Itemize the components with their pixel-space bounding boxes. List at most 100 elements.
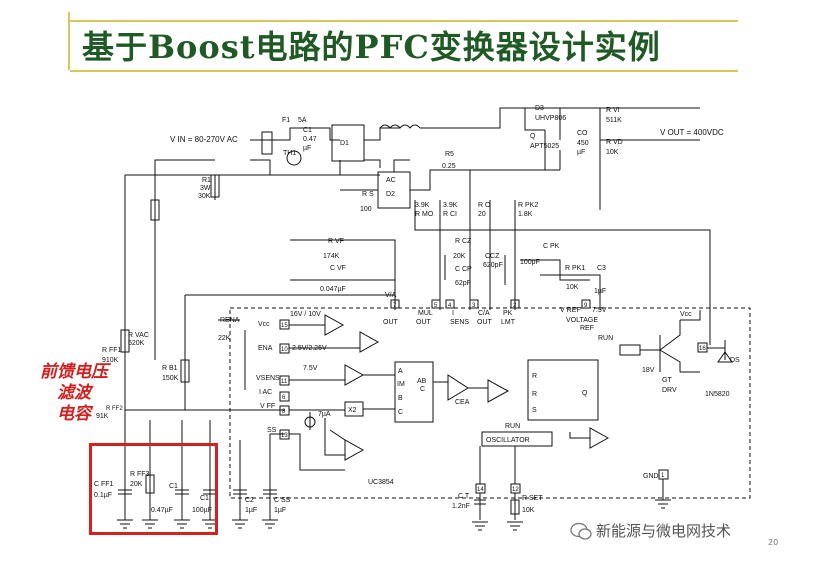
pin-vao-label-2: OUT bbox=[383, 319, 399, 326]
c1-input-label: C1 bbox=[303, 127, 312, 134]
run-label-2: RUN bbox=[598, 335, 613, 342]
gnd-label: GND bbox=[643, 473, 659, 480]
c1b-value: 100µF bbox=[192, 507, 212, 514]
annotation-line-2: 滤波 bbox=[57, 383, 91, 403]
pin-mul-label-2: OUT bbox=[416, 319, 432, 326]
c2-value: 1µF bbox=[245, 507, 257, 514]
current-source-label: 7µA bbox=[318, 411, 331, 418]
co-value: 450 bbox=[577, 140, 589, 147]
rb1-label: R B1 bbox=[162, 365, 178, 372]
slide-title: 基于Boost电路的PFC变换器设计实例 bbox=[82, 28, 661, 66]
rvi-value: 511K bbox=[606, 117, 622, 124]
ccz-label: CCZ bbox=[485, 253, 500, 260]
title-rule-bottom bbox=[70, 70, 738, 72]
pin-8-number: 8 bbox=[282, 409, 286, 415]
cpk-label: C PK bbox=[543, 243, 560, 250]
d1-label: D1 bbox=[340, 140, 349, 147]
rvd-value: 10K bbox=[606, 149, 619, 156]
pin-1-number: 1 bbox=[661, 473, 665, 479]
pin-mul-label: MUL bbox=[418, 310, 433, 317]
pin-isens-label: I bbox=[452, 310, 454, 317]
th1-label: TH1 bbox=[283, 150, 296, 157]
rena-label: RENA bbox=[220, 317, 240, 324]
ic-part-label: UC3854 bbox=[368, 479, 394, 486]
pin-isens-label-2: SENS bbox=[450, 319, 469, 326]
rena-value: 22K bbox=[218, 335, 231, 342]
pin-5-number: 5 bbox=[434, 303, 438, 309]
c1-input-value: 0.47 bbox=[303, 136, 317, 143]
pin-vcc-label: Vcc bbox=[258, 321, 270, 328]
ds-part: 1N5820 bbox=[705, 391, 730, 398]
pin-cao-label: C/A bbox=[478, 310, 490, 317]
multiplier-output-c: C bbox=[420, 386, 425, 393]
d3-label: D3 bbox=[535, 105, 544, 112]
vsens-reference: 7.5V bbox=[303, 365, 318, 372]
q-part: APT5025 bbox=[530, 143, 559, 150]
rvd-label: R VD bbox=[606, 139, 623, 146]
run-label: RUN bbox=[505, 423, 520, 430]
c1b-label: C1 bbox=[200, 495, 209, 502]
ena-threshold: 2.5V/2.25V bbox=[292, 345, 327, 352]
pin-11-number: 11 bbox=[281, 379, 288, 385]
pin-vff-label: V FF bbox=[260, 403, 275, 410]
rff3-label: R FF3 bbox=[130, 471, 150, 478]
ccp-label: C CP bbox=[455, 266, 472, 273]
pin-iac-label: I AC bbox=[259, 389, 272, 396]
rvac-label: R VAC bbox=[128, 332, 149, 339]
c2-label: C2 bbox=[245, 497, 254, 504]
r1-label: R1 bbox=[202, 177, 211, 184]
vref-box-label-2: REF bbox=[580, 325, 594, 332]
ro-value: 20 bbox=[478, 211, 486, 218]
ct-label: C T bbox=[458, 493, 470, 500]
ac-label: AC bbox=[386, 177, 396, 184]
cpk-value: 100pF bbox=[520, 259, 540, 266]
cea-label: CEA bbox=[455, 399, 470, 406]
rset-value: 10K bbox=[522, 507, 535, 514]
squarer-label: X2 bbox=[348, 407, 357, 414]
cff1-value: 0.1µF bbox=[94, 492, 112, 499]
pin-2-number: 2 bbox=[513, 303, 517, 309]
title-rule-top bbox=[70, 20, 738, 22]
vref-box-label: VOLTAGE bbox=[566, 317, 598, 324]
cvf-value: 0.047µF bbox=[320, 286, 346, 293]
flipflop-s: S bbox=[532, 407, 537, 414]
rs-value: 100 bbox=[360, 206, 372, 213]
pin-vref-value: 7.5V bbox=[592, 307, 607, 314]
gt-label: GT bbox=[662, 377, 672, 384]
rvf-label: R VF bbox=[328, 238, 344, 245]
multiplier-input-b: B bbox=[398, 395, 403, 402]
circuit-wires bbox=[117, 107, 751, 531]
pin-16-number: 16 bbox=[699, 346, 706, 352]
pin-10-number: 10 bbox=[281, 347, 288, 353]
pin-vsens-label: VSENS bbox=[256, 375, 280, 382]
r5-label: R5 bbox=[445, 151, 454, 158]
fuse-rating: 5A bbox=[298, 117, 307, 124]
uvlo-label: 16V / 10V bbox=[290, 311, 321, 318]
q-label: Q bbox=[530, 133, 536, 140]
pin-15-number: 15 bbox=[281, 323, 288, 329]
rmo-value: 3.9K bbox=[415, 202, 430, 209]
cff1-label: C FF1 bbox=[94, 481, 114, 488]
rff1-label: R FF1 bbox=[102, 347, 122, 354]
flipflop-q: Q bbox=[582, 390, 588, 397]
pin-ss-label: SS bbox=[267, 427, 277, 434]
rff1-value: 910K bbox=[102, 357, 119, 364]
d2-label: D2 bbox=[386, 191, 395, 198]
pin-vref-label: V REF bbox=[560, 307, 581, 314]
rcz-value: 20K bbox=[453, 253, 466, 260]
rpk2-label: R PK2 bbox=[518, 202, 538, 209]
pin-pklmt-label: PK bbox=[503, 310, 513, 317]
rvac-value: 620K bbox=[128, 340, 145, 347]
c3-value: 1µF bbox=[594, 288, 606, 295]
rff2-value: 91K bbox=[96, 413, 109, 420]
vin-label: V IN = 80-270V AC bbox=[170, 135, 238, 144]
ccp-value: 62pF bbox=[455, 280, 471, 287]
ds-label: DS bbox=[730, 357, 740, 364]
ro-label: R O bbox=[478, 202, 491, 209]
d3-part: UHVP806 bbox=[535, 115, 566, 122]
pin-13-number: 13 bbox=[281, 433, 288, 439]
multiplier-label: IM bbox=[397, 381, 405, 388]
rs-label: R S bbox=[362, 191, 374, 198]
